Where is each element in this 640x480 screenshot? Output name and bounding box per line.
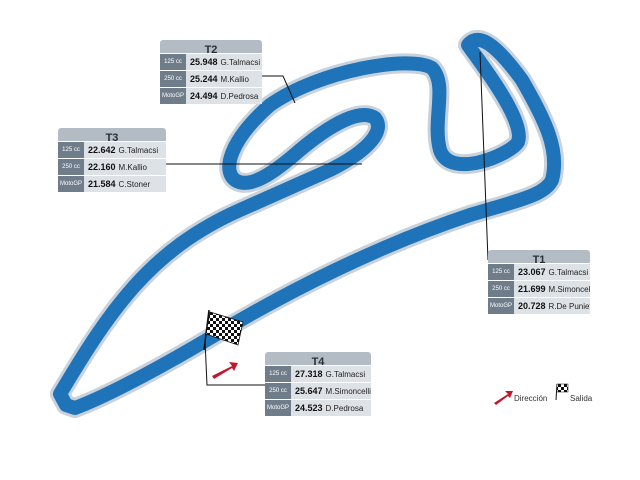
sector-header: T2 [160, 40, 262, 56]
rider-name: D.Pedrosa [325, 403, 364, 413]
sector-name: T4 [311, 356, 325, 368]
lap-value: 25.948 G.Talmacsi [186, 54, 262, 70]
leader-lines [166, 51, 489, 386]
sector-name: T2 [204, 44, 218, 56]
lap-value: 20.728 R.De Puniet [514, 298, 590, 314]
rider-name: G.Talmacsi [220, 57, 261, 67]
lap-value: 25.244 M.Kallio [186, 71, 262, 87]
sector-time: 23.067 [518, 267, 546, 277]
sector-row-motogp: MotoGP 24.523 D.Pedrosa [265, 400, 371, 416]
direction-arrow-icon [212, 362, 238, 379]
class-label: MotoGP [58, 176, 84, 192]
rider-name: M.Simoncelli [325, 386, 371, 396]
rider-name: G.Talmacsi [118, 145, 159, 155]
sector-time: 22.160 [88, 162, 116, 172]
rider-name: M.Kallio [220, 74, 249, 84]
sector-name: T1 [532, 254, 546, 266]
sector-time: 22.642 [88, 145, 116, 155]
legend-direction-label: Dirección [514, 394, 548, 403]
rider-name: M.Simoncelli [548, 284, 590, 294]
rider-name: R.De Puniet [548, 301, 590, 311]
sector-header: T4 [265, 352, 371, 368]
sector-row-250cc: 250 cc 25.244 M.Kallio [160, 71, 262, 87]
sector-time: 21.699 [518, 284, 546, 294]
legend-start-label: Salida [570, 394, 593, 403]
lap-value: 23.067 G.Talmacsi [514, 264, 590, 280]
sector-time: 27.318 [295, 369, 323, 379]
class-label: 125 cc [58, 142, 84, 158]
class-label: MotoGP [265, 400, 291, 416]
sector-header: T1 [488, 250, 590, 266]
sector-header: T3 [58, 128, 166, 144]
lap-value: 22.642 G.Talmacsi [84, 142, 166, 158]
rider-name: G.Talmacsi [325, 369, 366, 379]
leader-line-t1 [479, 51, 489, 261]
sector-time: 25.244 [190, 74, 218, 84]
rider-name: D.Pedrosa [220, 91, 259, 101]
leader-line-t4 [204, 339, 265, 386]
lap-value: 24.494 D.Pedrosa [186, 88, 262, 104]
sector-row-motogp: MotoGP 21.584 C.Stoner [58, 176, 166, 192]
sector-row-125cc: 125 cc 22.642 G.Talmacsi [58, 142, 166, 158]
leader-line-t2 [262, 75, 296, 104]
lap-value: 25.647 M.Simoncelli [291, 383, 371, 399]
class-label: 250 cc [488, 281, 514, 297]
class-label: 125 cc [160, 54, 186, 70]
sector-row-125cc: 125 cc 23.067 G.Talmacsi [488, 264, 590, 280]
sector-table-t2: T2 125 cc 25.948 G.Talmacsi 250 cc 25.24… [160, 40, 262, 104]
lap-value: 24.523 D.Pedrosa [291, 400, 371, 416]
sector-name: T3 [105, 132, 119, 144]
class-label: 125 cc [488, 264, 514, 280]
sector-time: 25.647 [295, 386, 323, 396]
rider-name: G.Talmacsi [548, 267, 589, 277]
lap-value: 22.160 M.Kallio [84, 159, 166, 175]
lap-value: 27.318 G.Talmacsi [291, 366, 371, 382]
class-label: 250 cc [265, 383, 291, 399]
start-flag-icon [203, 309, 244, 351]
sector-table-t1: T1 125 cc 23.067 G.Talmacsi 250 cc 21.69… [488, 250, 590, 314]
sector-time: 25.948 [190, 57, 218, 67]
sector-time: 20.728 [518, 301, 546, 311]
sector-row-motogp: MotoGP 20.728 R.De Puniet [488, 298, 590, 314]
red-arrow-icon [494, 391, 513, 405]
sector-row-250cc: 250 cc 21.699 M.Simoncelli [488, 281, 590, 297]
sector-row-125cc: 125 cc 25.948 G.Talmacsi [160, 54, 262, 70]
sector-table-t3: T3 125 cc 22.642 G.Talmacsi 250 cc 22.16… [58, 128, 166, 192]
sector-row-250cc: 250 cc 25.647 M.Simoncelli [265, 383, 371, 399]
rider-name: C.Stoner [118, 179, 151, 189]
sector-time: 21.584 [88, 179, 116, 189]
sector-row-motogp: MotoGP 24.494 D.Pedrosa [160, 88, 262, 104]
rider-name: M.Kallio [118, 162, 147, 172]
sector-row-125cc: 125 cc 27.318 G.Talmacsi [265, 366, 371, 382]
lap-value: 21.584 C.Stoner [84, 176, 166, 192]
sector-time: 24.523 [295, 403, 323, 413]
track-surface [53, 33, 562, 415]
sector-table-t4: T4 125 cc 27.318 G.Talmacsi 250 cc 25.64… [265, 352, 371, 416]
class-label: MotoGP [160, 88, 186, 104]
class-label: 250 cc [160, 71, 186, 87]
class-label: MotoGP [488, 298, 514, 314]
class-label: 125 cc [265, 366, 291, 382]
sector-time: 24.494 [190, 91, 218, 101]
sector-row-250cc: 250 cc 22.160 M.Kallio [58, 159, 166, 175]
checkered-flag-icon [555, 383, 569, 401]
lap-value: 21.699 M.Simoncelli [514, 281, 590, 297]
class-label: 250 cc [58, 159, 84, 175]
